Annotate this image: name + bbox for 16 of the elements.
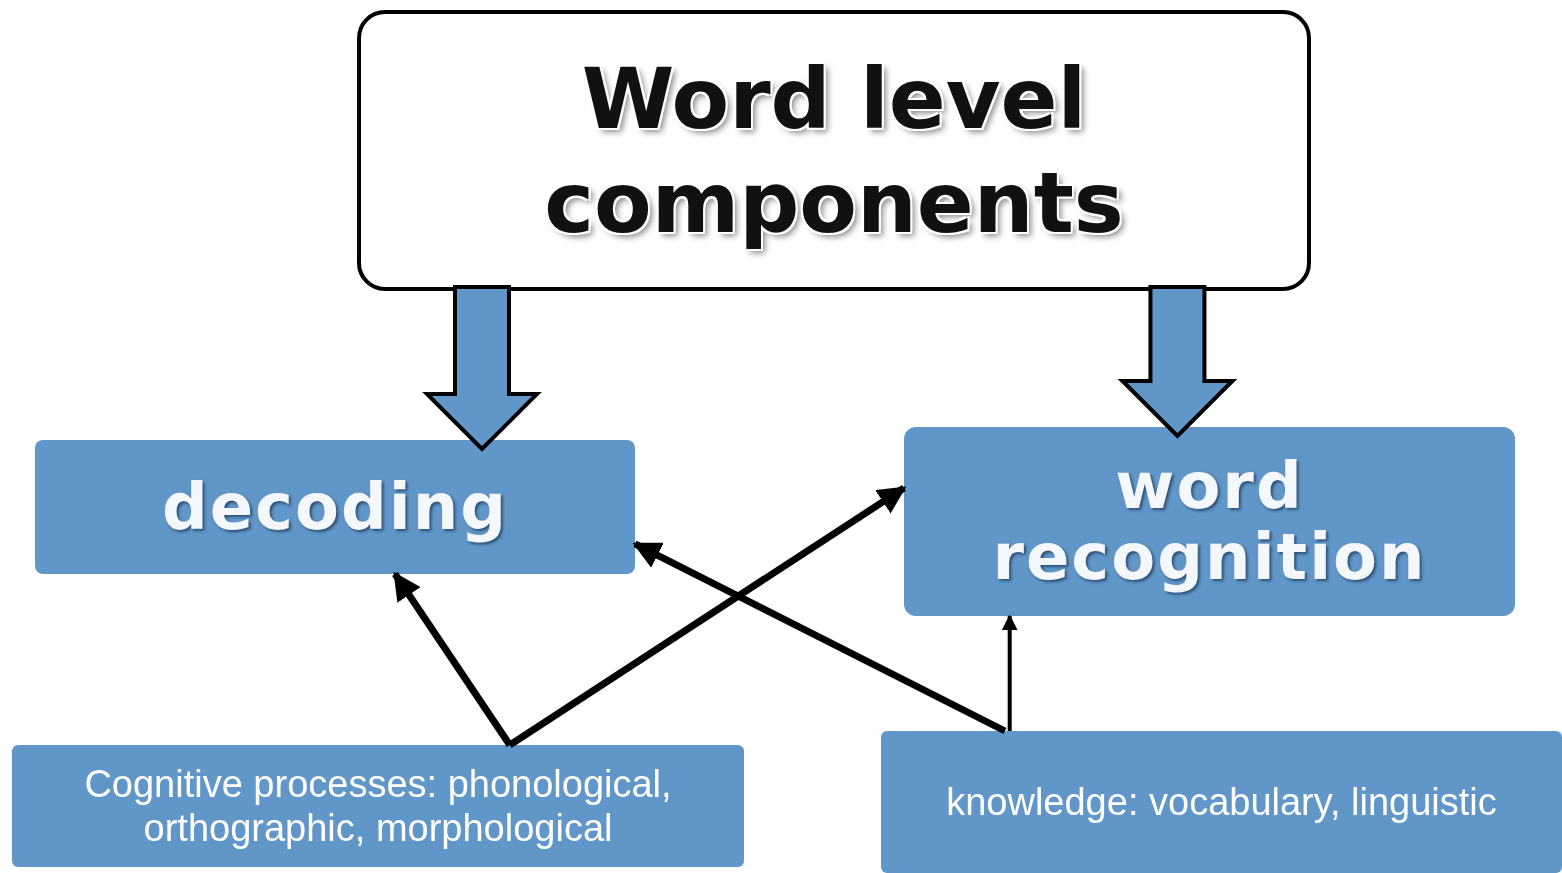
node-label: word recognition	[991, 451, 1428, 592]
block-arrow	[1117, 285, 1238, 439]
process-box	[881, 731, 1562, 873]
node-label: knowledge: vocabulary, linguistic	[945, 780, 1498, 824]
arrow	[507, 485, 907, 748]
process-box	[35, 440, 635, 574]
node-label: Cognitive processes: phonological, orthographic, morphological	[83, 762, 673, 850]
process-box	[904, 427, 1515, 616]
title-text: Word level components	[543, 48, 1125, 254]
block-arrow	[422, 285, 542, 452]
process-box	[12, 745, 744, 867]
title-box	[357, 10, 1311, 291]
arrow	[392, 571, 513, 747]
node-label: decoding	[161, 471, 509, 543]
arrow	[1001, 614, 1018, 731]
arrow	[632, 540, 1007, 735]
